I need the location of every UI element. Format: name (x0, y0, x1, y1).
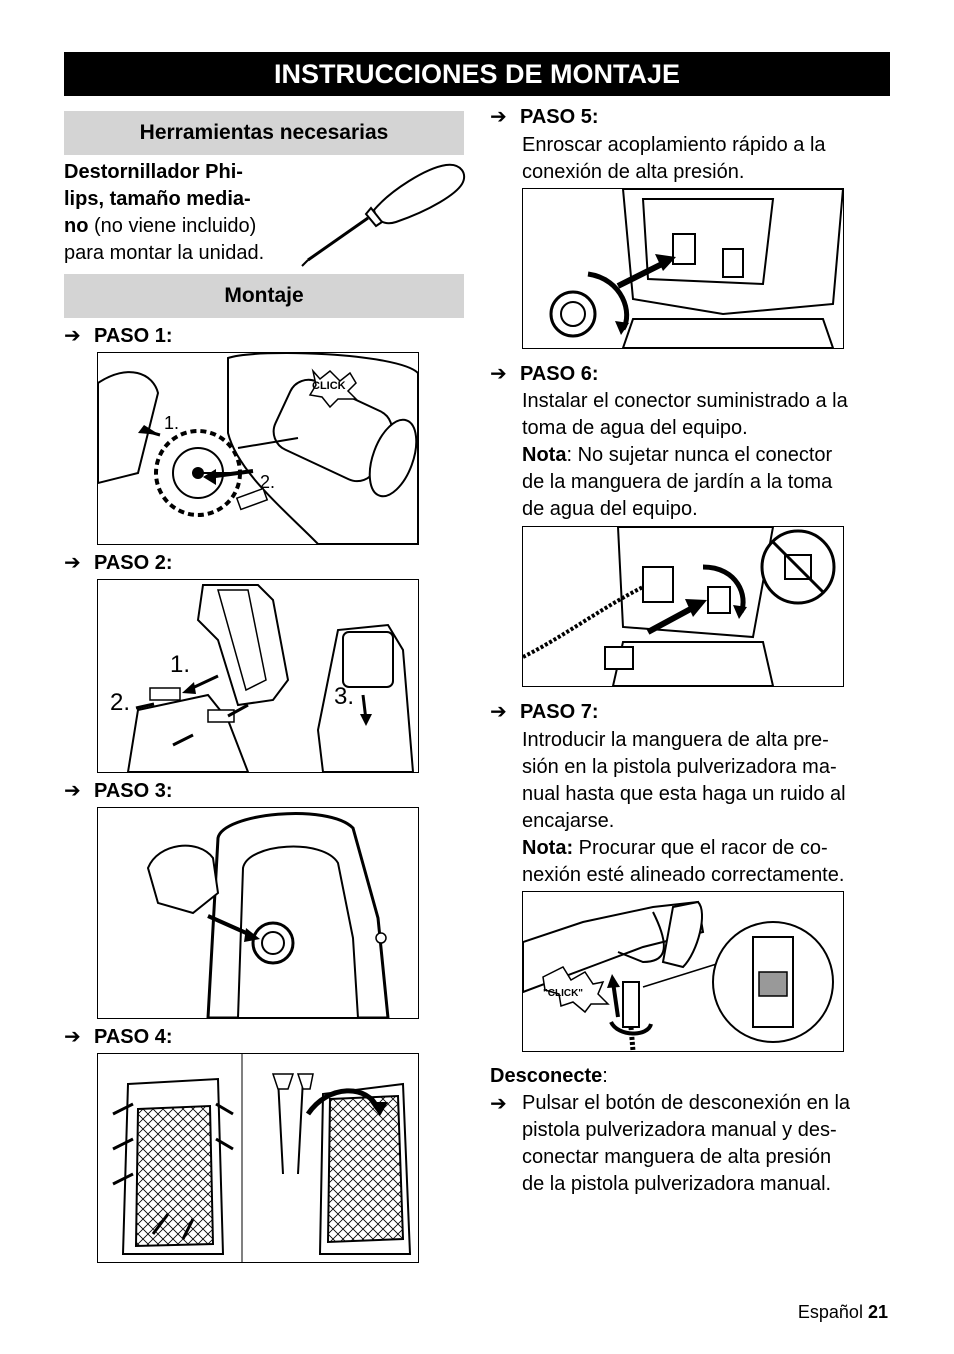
page-title: INSTRUCCIONES DE MONTAJE (64, 52, 890, 96)
step-6-label: ➔PASO 6: (490, 363, 599, 385)
step-6-line-4: de la manguera de jardín a la toma (522, 471, 833, 493)
step-3-label: ➔PASO 3: (64, 780, 173, 802)
step-6-line-1: Instalar el conector suministrado a la (522, 390, 848, 412)
step-1-label: ➔PASO 1: (64, 325, 173, 347)
step-2-callout-1: 1. (170, 651, 190, 678)
page-footer: Español 21 (798, 1302, 888, 1323)
step-3-figure (97, 807, 419, 1019)
step-6-line-2: toma de agua del equipo. (522, 417, 748, 439)
tools-line-1: Destornillador Phi- (64, 161, 243, 183)
footer-language: Español (797, 1302, 863, 1322)
step-7-figure: "CLICK" (522, 891, 844, 1052)
step-2-callout-2: 2. (110, 689, 130, 716)
step-2-figure: 1. 2. 3. (97, 579, 419, 773)
step-7-line-4: encajarse. (522, 810, 615, 832)
step-7-line-6: nexión esté alineado correctamente. (522, 864, 845, 886)
arrow-right-icon: ➔ (490, 106, 507, 128)
tools-text: Destornillador Phi- lips, tamaño media- … (64, 159, 264, 267)
step-5-text: Enroscar acoplamiento rápido a la conexi… (522, 132, 826, 186)
step-7-line-3: nual hasta que esta haga un ruido al (522, 783, 846, 805)
step-5-line-2: conexión de alta presión. (522, 161, 745, 183)
arrow-right-icon: ➔ (64, 1026, 81, 1048)
step-7-text: Introducir la manguera de alta pre- sión… (522, 727, 846, 889)
step-5-figure (522, 188, 844, 349)
disconnect-bullet: ➔ (490, 1091, 520, 1117)
montaje-heading: Montaje (64, 274, 464, 318)
arrow-right-icon: ➔ (490, 1093, 507, 1115)
page-number: 21 (867, 1302, 888, 1322)
step-7-line-5: Nota: Procurar que el racor de co- (522, 837, 828, 859)
step-7-line-2: sión en la pistola pulverizadora ma- (522, 756, 837, 778)
tools-line-3: no (no viene incluido) (64, 215, 257, 237)
step-4-figure (97, 1053, 419, 1263)
tools-line-2: lips, tamaño media- (64, 188, 251, 210)
disconnect-line-3: conectar manguera de alta presión (522, 1146, 832, 1168)
screwdriver-illustration (296, 160, 468, 270)
click-label-1: CLICK (312, 380, 346, 392)
step-6-line-5: de agua del equipo. (522, 498, 698, 520)
arrow-right-icon: ➔ (64, 552, 81, 574)
tools-heading: Herramientas necesarias (64, 111, 464, 155)
disconnect-line-4: de la pistola pulverizadora manual. (522, 1173, 832, 1195)
disconnect-line-1: Pulsar el botón de desconexión en la (522, 1092, 851, 1114)
step-1-callout-2: 2. (260, 472, 275, 492)
step-2-callout-3: 3. (334, 683, 354, 710)
step-1-callout-1: 1. (164, 413, 179, 433)
step-1-figure: CLICK 1. 2. (97, 352, 419, 545)
disconnect-line-2: pistola pulverizadora manual y des- (522, 1119, 837, 1141)
arrow-right-icon: ➔ (490, 701, 507, 723)
step-5-label: ➔PASO 5: (490, 106, 599, 128)
disconnect-heading: Desconecte: (490, 1065, 608, 1087)
step-2-label: ➔PASO 2: (64, 552, 173, 574)
arrow-right-icon: ➔ (64, 325, 81, 347)
step-7-line-1: Introducir la manguera de alta pre- (522, 729, 829, 751)
step-6-figure (522, 526, 844, 687)
step-5-line-1: Enroscar acoplamiento rápido a la (522, 134, 826, 156)
arrow-right-icon: ➔ (490, 363, 507, 385)
arrow-right-icon: ➔ (64, 780, 81, 802)
step-6-line-3: Nota: No sujetar nunca el conector (522, 444, 833, 466)
step-7-label: ➔PASO 7: (490, 701, 599, 723)
step-4-label: ➔PASO 4: (64, 1026, 173, 1048)
disconnect-text: Pulsar el botón de desconexión en la pis… (522, 1090, 850, 1198)
step-6-text: Instalar el conector suministrado a la t… (522, 388, 848, 523)
click-label-2: "CLICK" (543, 988, 583, 999)
tools-line-4: para montar la unidad. (64, 242, 265, 264)
